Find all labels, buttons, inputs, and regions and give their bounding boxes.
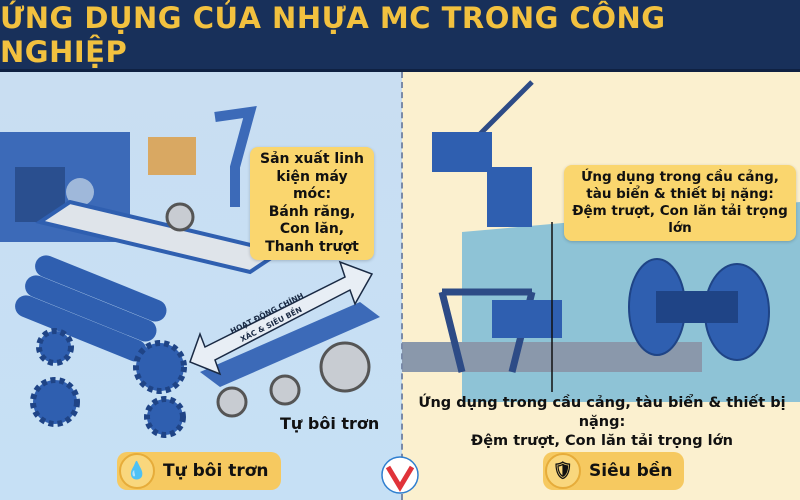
bearings (165, 202, 371, 418)
machine-dial (66, 178, 94, 206)
heavy-rollers (628, 258, 770, 361)
double-arrow (189, 260, 374, 376)
callout-line: Thanh trượt (265, 238, 359, 255)
caption-line: Đệm trượt, Con lăn tải trọng lớn (471, 432, 733, 449)
port-callout: Ứng dụng trong cầu cảng, tàu biển & thiế… (564, 165, 796, 241)
machinery-callout: Sản xuất linh kiện máy móc: Bánh răng, C… (250, 147, 374, 260)
callout-line: Sản xuất linh (260, 151, 364, 167)
callout-line: tàu biển & thiết bị nặng: (586, 185, 774, 202)
port-caption: Ứng dụng trong cầu cảng, tàu biển & thiế… (404, 394, 800, 451)
callout-line: Con lăn, (279, 221, 345, 237)
company-logo (381, 456, 419, 494)
slide-pad (492, 300, 562, 338)
crane-load (487, 167, 532, 227)
gears (30, 328, 187, 438)
shield-check-icon: 🛡 (545, 453, 581, 489)
machinery-illustration: HOẠT ĐỘNG CHÍNH XÁC & SIÊU BỀN (0, 105, 380, 438)
caption-line: Ứng dụng trong cầu cảng, tàu biển & thiế… (418, 395, 786, 430)
badge-label: Siêu bền (589, 461, 673, 481)
water-drop-icon: 💧 (119, 453, 155, 489)
callout-line: Ứng dụng trong cầu cảng, (581, 169, 779, 185)
cardboard-box (148, 137, 196, 175)
panel-divider (401, 72, 403, 500)
self-lubricating-caption: Tự bôi trơn (280, 414, 380, 433)
badge-label: Tự bôi trơn (163, 461, 269, 481)
robot-arm (214, 105, 257, 207)
callout-line: Đệm trượt, Con lăn tải trọng lớn (572, 202, 788, 236)
port-illustration (402, 80, 800, 402)
rods (15, 255, 167, 362)
conveyor-belt-lower (200, 302, 380, 387)
callout-line: Bánh răng, (268, 203, 356, 220)
crane-cab (432, 132, 492, 172)
header-banner: ỨNG DỤNG CỦA NHỰA MC TRONG CÔNG NGHIỆP (0, 0, 800, 72)
page-title: ỨNG DỤNG CỦA NHỰA MC TRONG CÔNG NGHIỆP (0, 0, 666, 69)
badge-super-durable: 🛡 Siêu bền (543, 452, 685, 490)
badge-self-lubricating: 💧 Tự bôi trơn (117, 452, 281, 490)
callout-line: kiện máy móc: (276, 168, 348, 203)
